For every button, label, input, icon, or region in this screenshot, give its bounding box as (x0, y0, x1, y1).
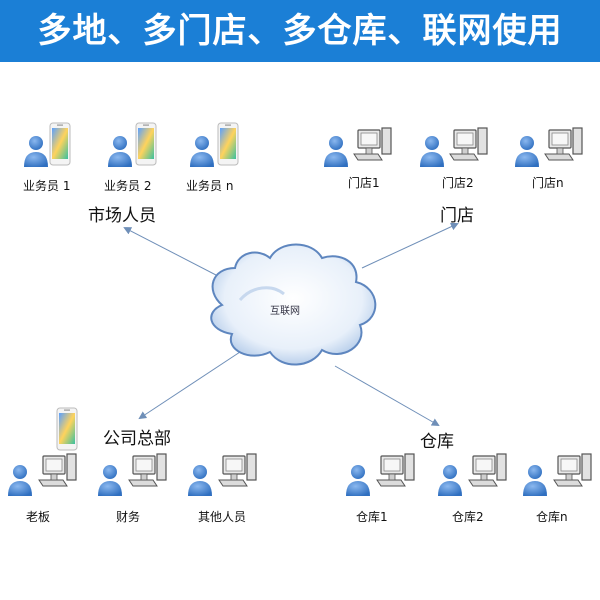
stores-group-title: 门店 (440, 206, 474, 226)
member-label: 仓库1 (356, 510, 388, 524)
person-icon (190, 136, 214, 167)
member-label: 业务员 2 (104, 179, 152, 193)
person-icon (108, 136, 132, 167)
person-icon (24, 136, 48, 167)
person-icon (420, 136, 444, 167)
member-label: 仓库2 (452, 510, 484, 524)
member-label: 门店1 (348, 176, 380, 190)
person-icon (8, 465, 32, 496)
computer-icon (376, 453, 415, 487)
member-label: 其他人员 (198, 510, 247, 524)
person-icon (515, 136, 539, 167)
computer-icon (544, 127, 583, 161)
phone-icon (217, 122, 239, 166)
computer-icon (353, 127, 392, 161)
stores-group-icons (324, 127, 583, 167)
market-group-title: 市场人员 (88, 206, 156, 226)
computer-icon (553, 453, 592, 487)
phone-icon (56, 407, 78, 451)
member-label: 门店2 (442, 176, 474, 190)
member-label: 老板 (26, 510, 51, 524)
hq-group-icons (8, 407, 257, 496)
warehouse-group-title: 仓库 (420, 432, 454, 452)
computer-icon (449, 127, 488, 161)
person-icon (438, 465, 462, 496)
member-label: 门店n (532, 176, 564, 190)
computer-icon (38, 453, 77, 487)
title-banner (0, 0, 600, 62)
person-icon (346, 465, 370, 496)
network-diagram (8, 122, 592, 496)
phone-icon (49, 122, 71, 166)
member-label: 业务员 1 (23, 179, 71, 193)
arrow-to-hq (138, 351, 241, 420)
warehouse-group-icons (346, 453, 592, 496)
computer-icon (218, 453, 257, 487)
person-icon (324, 136, 348, 167)
person-icon (523, 465, 547, 496)
arrow-to-warehouse (334, 365, 440, 426)
computer-icon (468, 453, 507, 487)
member-label: 业务员 n (186, 179, 234, 193)
market-group-icons (24, 122, 239, 167)
arrow-to-stores (361, 222, 459, 269)
internet-label: 互联网 (270, 306, 300, 317)
member-label: 财务 (116, 510, 141, 524)
person-icon (98, 465, 122, 496)
page-title: 多地、多门店、多仓库、联网使用 (37, 11, 563, 51)
computer-icon (128, 453, 167, 487)
person-icon (188, 465, 212, 496)
phone-icon (135, 122, 157, 166)
hq-group-title: 公司总部 (103, 429, 171, 449)
member-label: 仓库n (536, 510, 568, 524)
internet-cloud-icon (210, 243, 377, 366)
